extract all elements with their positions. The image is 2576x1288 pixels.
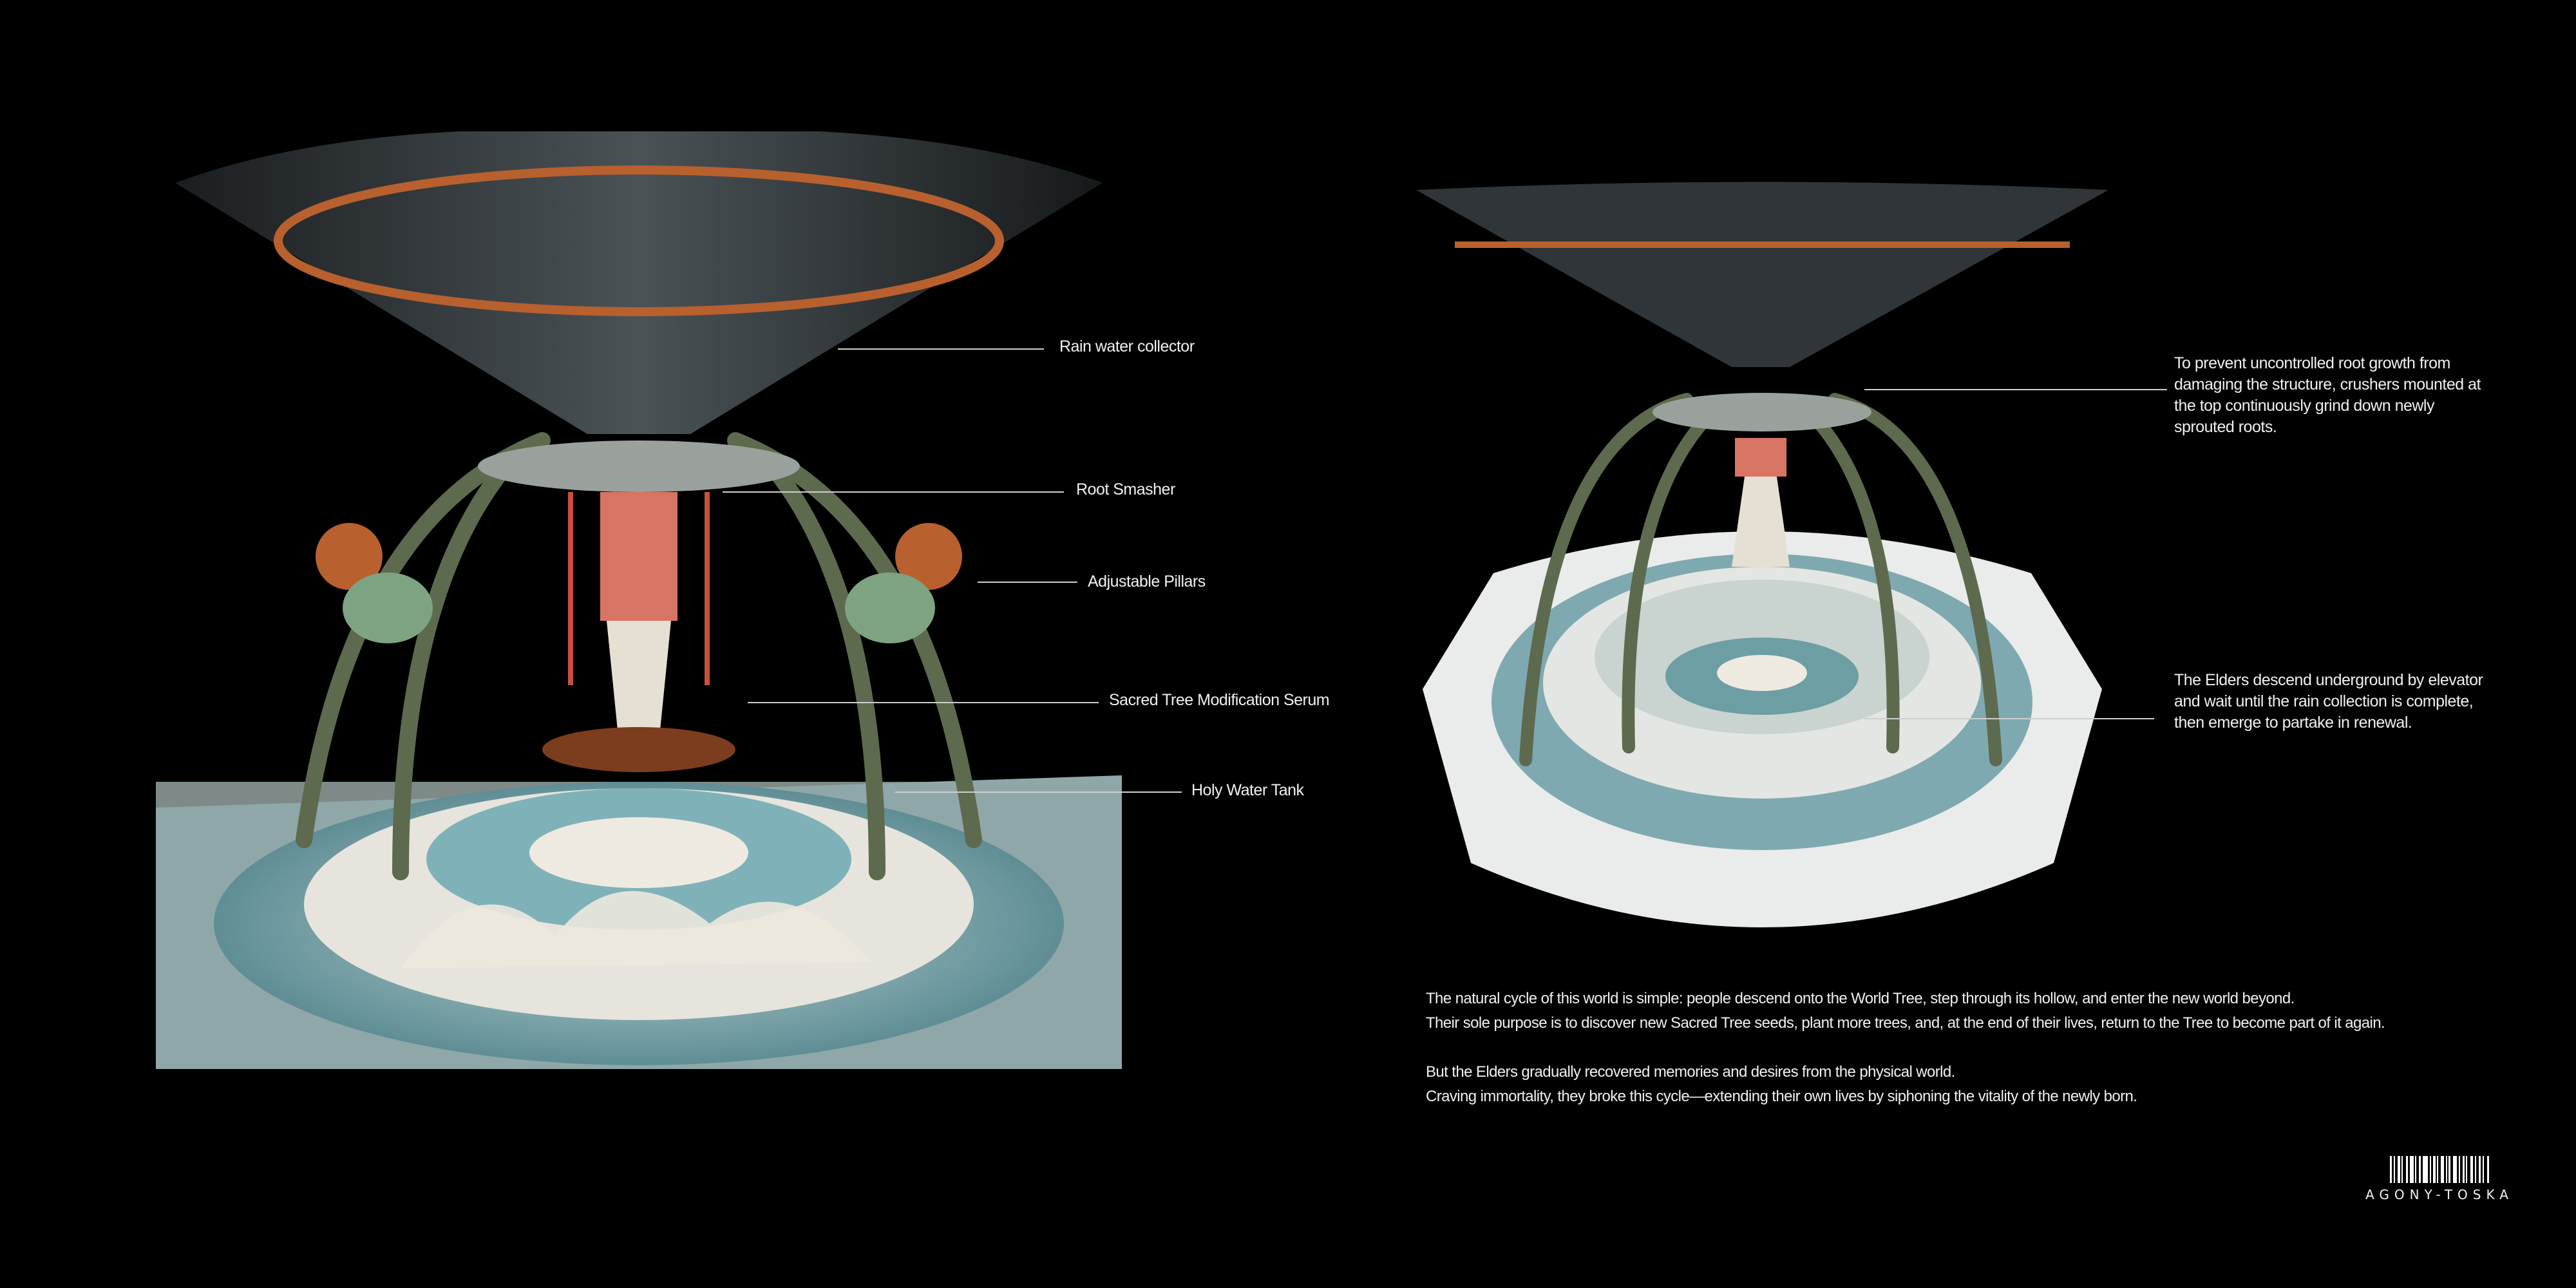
story-line: But the Elders gradually recovered memor…: [1426, 1063, 1955, 1081]
left-render-structure: [156, 131, 1122, 1069]
label-serum: Sacred Tree Modification Serum: [1109, 691, 1330, 709]
note-crushers: To prevent uncontrolled root growth from…: [2174, 354, 2481, 436]
story-line: The natural cycle of this world is simpl…: [1426, 990, 2295, 1007]
story-line: Their sole purpose is to discover new Sa…: [1426, 1014, 2385, 1032]
story-line: Craving immortality, they broke this cyc…: [1426, 1088, 2137, 1105]
callout-line-root-smasher: [723, 491, 1064, 493]
callout-line-pillars: [978, 582, 1077, 583]
callout-line-crushers: [1864, 389, 2167, 390]
agony-toska-logo: AGONY-TOSKA: [2365, 1156, 2514, 1202]
callout-line-serum: [748, 702, 1099, 703]
right-render-structure: [1416, 182, 2108, 927]
callout-line-rain-collector: [838, 348, 1044, 350]
callout-line-elevator: [1864, 718, 2154, 719]
callout-line-water-tank: [895, 791, 1182, 793]
label-holy-water-tank: Holy Water Tank: [1191, 781, 1304, 799]
logo-text: AGONY-TOSKA: [2365, 1187, 2514, 1202]
label-rain-water-collector: Rain water collector: [1059, 337, 1195, 355]
barcode-icon: [2365, 1156, 2514, 1183]
label-adjustable-pillars: Adjustable Pillars: [1088, 573, 1206, 591]
story-text: The natural cycle of this world is simpl…: [1426, 987, 2385, 1109]
note-elevator: The Elders descend underground by elevat…: [2174, 671, 2483, 732]
label-root-smasher: Root Smasher: [1076, 480, 1175, 498]
